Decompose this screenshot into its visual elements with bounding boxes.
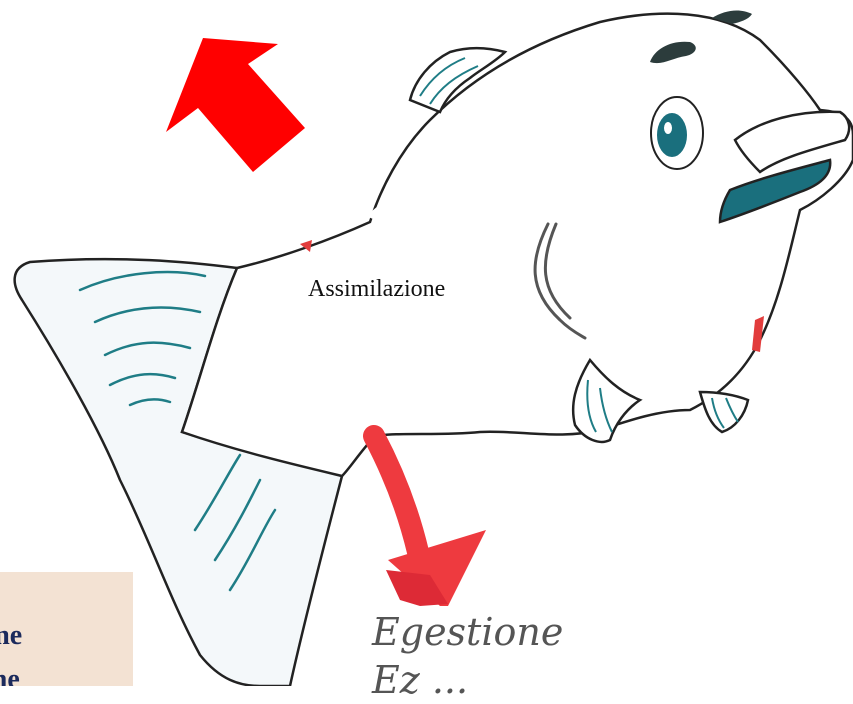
fish-body bbox=[182, 14, 853, 476]
box-line-2: ione bbox=[0, 664, 20, 686]
assimilation-label: Assimilazione bbox=[308, 276, 445, 303]
text-box: zione ione bbox=[0, 572, 133, 686]
fish-pupil bbox=[657, 113, 687, 157]
egestion-second-line: Ez ... bbox=[372, 656, 468, 704]
red-arrow-up-left-icon bbox=[166, 38, 305, 172]
egestion-label: Egestione bbox=[372, 608, 563, 656]
red-arrow-down-icon bbox=[374, 436, 486, 606]
box-line-1: zione bbox=[0, 620, 22, 652]
ventral-fin bbox=[700, 392, 748, 432]
pupil-highlight bbox=[664, 122, 672, 134]
